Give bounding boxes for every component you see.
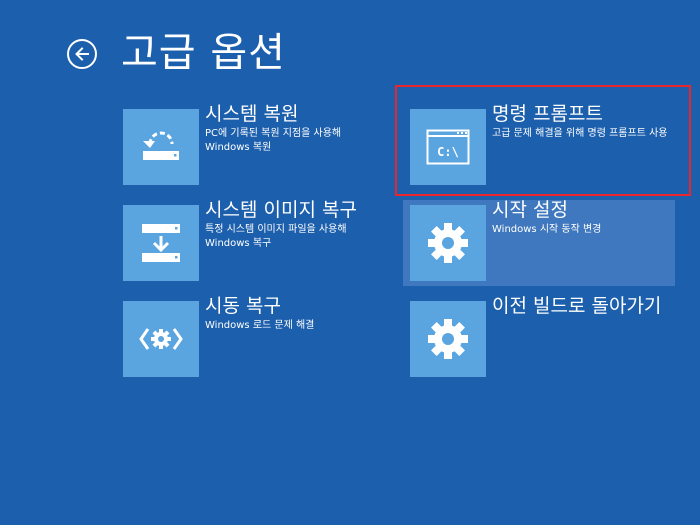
option-description: Windows 로드 문제 해결 bbox=[205, 320, 315, 331]
gear-icon bbox=[428, 223, 468, 263]
option-description: PC에 기록된 복원 지점을 사용해 Windows 복원 bbox=[205, 128, 342, 153]
gear-icon bbox=[428, 319, 468, 359]
system-image-recovery-icon bbox=[142, 224, 180, 262]
option-description: 고급 문제 해결을 위해 명령 프롬프트 사용 bbox=[492, 128, 668, 139]
back-button[interactable] bbox=[67, 39, 97, 69]
option-title: 시스템 복원 bbox=[205, 103, 299, 125]
option-command-prompt[interactable]: C:\ 명령 프롬프트 고급 문제 해결을 위해 명령 프롬프트 사용 bbox=[403, 104, 675, 190]
system-restore-icon bbox=[143, 131, 179, 160]
option-tile: C:\ bbox=[410, 109, 486, 185]
page-title: 고급 옵션 bbox=[121, 30, 286, 76]
option-title: 명령 프롬프트 bbox=[492, 103, 603, 125]
option-description: 특정 시스템 이미지 파일을 사용해 Windows 복구 bbox=[205, 224, 347, 249]
option-tile bbox=[123, 109, 199, 185]
option-startup-settings[interactable]: 시작 설정 Windows 시작 동작 변경 bbox=[403, 200, 675, 286]
option-description: Windows 시작 동작 변경 bbox=[492, 224, 602, 235]
back-arrow-icon bbox=[75, 47, 89, 61]
option-go-back-previous-build[interactable]: 이전 빌드로 돌아가기 bbox=[403, 296, 675, 382]
option-tile bbox=[123, 301, 199, 377]
option-title: 시스템 이미지 복구 bbox=[205, 199, 357, 221]
command-prompt-icon: C:\ bbox=[426, 129, 470, 165]
option-system-restore[interactable]: 시스템 복원 PC에 기록된 복원 지점을 사용해 Windows 복원 bbox=[116, 104, 388, 190]
option-system-image-recovery[interactable]: 시스템 이미지 복구 특정 시스템 이미지 파일을 사용해 Windows 복구 bbox=[116, 200, 388, 286]
option-startup-repair[interactable]: 시동 복구 Windows 로드 문제 해결 bbox=[116, 296, 388, 382]
option-title: 시작 설정 bbox=[492, 199, 568, 221]
option-tile bbox=[410, 205, 486, 281]
startup-repair-icon bbox=[139, 328, 183, 350]
option-tile bbox=[123, 205, 199, 281]
option-title: 이전 빌드로 돌아가기 bbox=[492, 295, 662, 317]
option-title: 시동 복구 bbox=[205, 295, 281, 317]
svg-text:C:\: C:\ bbox=[437, 145, 459, 159]
option-tile bbox=[410, 301, 486, 377]
